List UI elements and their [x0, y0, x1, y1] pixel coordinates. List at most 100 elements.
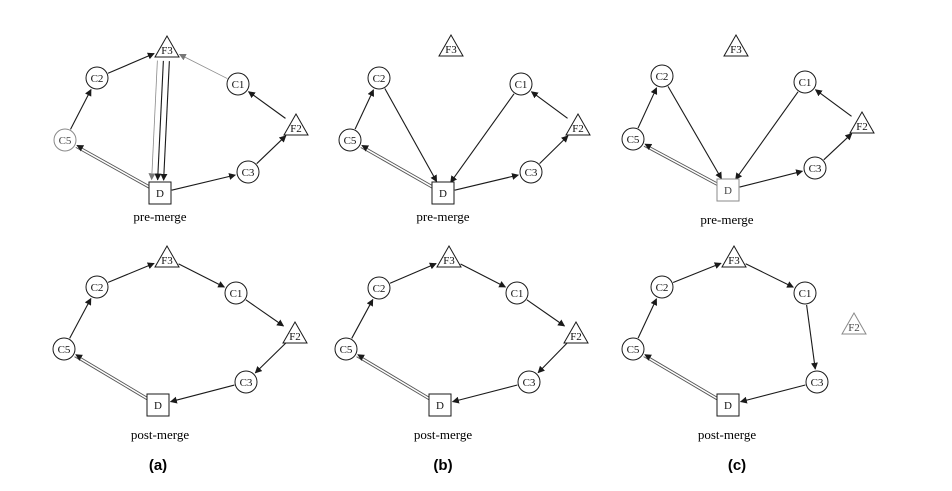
square-node-icon [148, 181, 172, 205]
node-label: C3 [811, 377, 824, 389]
edge-C1-D [735, 91, 799, 180]
edge-F3-D [160, 61, 170, 181]
edge-F3-C1 [460, 263, 507, 288]
edge-F2-C1 [247, 91, 286, 119]
edge-C1-F3 [178, 53, 228, 79]
edge-C3-F2 [539, 135, 569, 164]
edge-F3-C1 [178, 263, 226, 288]
edge-D-C3 [454, 173, 520, 191]
edge-C2-D [667, 86, 722, 180]
triangle-node-icon [563, 320, 589, 344]
edge-D-C5 [357, 354, 431, 399]
node-d: D [146, 393, 170, 417]
node-label: C1 [230, 288, 243, 300]
edges-c-pre [637, 86, 853, 188]
circle-node-icon [367, 66, 391, 90]
node-label: C2 [656, 71, 669, 83]
node-c2: C2 [85, 275, 109, 299]
node-label: D [439, 188, 447, 200]
triangle-node-icon [154, 34, 180, 58]
node-c2: C2 [367, 276, 391, 300]
node-d: D [716, 178, 740, 202]
circle-node-icon [805, 370, 829, 394]
circle-node-icon [234, 370, 258, 394]
node-label: F3 [445, 44, 457, 56]
circle-node-icon [621, 337, 645, 361]
circle-node-icon [53, 128, 77, 152]
edge-C1-D [450, 93, 515, 183]
node-label: C2 [91, 282, 104, 294]
edge-C5-C2 [637, 298, 657, 339]
circle-node-icon [505, 281, 529, 305]
node-label: C1 [799, 77, 812, 89]
node-label: F3 [443, 255, 455, 267]
node-label: D [724, 400, 732, 412]
node-label: F2 [570, 331, 582, 343]
node-f3: F3 [438, 33, 464, 57]
triangle-node-icon [849, 110, 875, 134]
edges-a-post [69, 262, 287, 404]
node-label: F2 [848, 322, 860, 334]
node-label: F3 [728, 255, 740, 267]
node-label: F3 [730, 44, 742, 56]
node-label: C1 [799, 288, 812, 300]
node-c2: C2 [650, 64, 674, 88]
caption-b-pre: pre-merge [416, 209, 469, 224]
circle-node-icon [85, 66, 109, 90]
edge-D-C5 [74, 356, 148, 401]
node-c1: C1 [224, 281, 248, 305]
node-label: C3 [525, 167, 538, 179]
edge-D-C5 [360, 147, 433, 189]
triangle-node-icon [282, 320, 308, 344]
node-c5: C5 [621, 337, 645, 361]
node-c5: C5 [338, 128, 362, 152]
node-c2: C2 [85, 66, 109, 90]
edge-D-C3 [171, 173, 237, 191]
edge-C5-C2 [351, 298, 374, 339]
node-d: D [148, 181, 172, 205]
circle-node-icon [52, 337, 76, 361]
edge-D-C5 [76, 144, 151, 187]
edges-a-pre [70, 52, 287, 191]
node-label: C2 [91, 73, 104, 85]
edge-D-C3 [739, 169, 804, 188]
edge-C3-D [739, 384, 806, 404]
edge-C3-F2 [256, 135, 287, 165]
node-label: C1 [232, 79, 245, 91]
node-label: C5 [627, 134, 640, 146]
node-label: C1 [515, 79, 528, 91]
edge-C2-F3 [107, 262, 155, 283]
edge-D-C5 [75, 354, 149, 399]
node-f3: F3 [721, 244, 747, 268]
edge-D-C5 [75, 146, 150, 189]
edge-C1-C3 [806, 304, 818, 370]
node-c1: C1 [226, 72, 250, 96]
caption-c-post: post-merge [698, 427, 756, 442]
edge-F3-D [148, 60, 158, 181]
edge-D-C5 [643, 356, 718, 401]
circle-node-icon [85, 275, 109, 299]
node-c5: C5 [52, 337, 76, 361]
circle-node-icon [621, 127, 645, 151]
node-label: F2 [572, 123, 584, 135]
node-label: C5 [340, 344, 353, 356]
node-label: C5 [58, 344, 71, 356]
edge-C1-F2 [526, 299, 566, 327]
edge-C3-D [169, 384, 235, 404]
triangle-node-icon [154, 244, 180, 268]
edge-F3-D [154, 60, 164, 181]
node-c3: C3 [236, 160, 260, 184]
node-f2: F2 [849, 110, 875, 134]
node-d: D [716, 393, 740, 417]
node-label: F3 [161, 255, 173, 267]
node-label: C3 [809, 163, 822, 175]
node-label: D [156, 188, 164, 200]
node-label: C2 [373, 73, 386, 85]
edge-F3-C1 [745, 263, 794, 288]
node-label: C3 [523, 377, 536, 389]
